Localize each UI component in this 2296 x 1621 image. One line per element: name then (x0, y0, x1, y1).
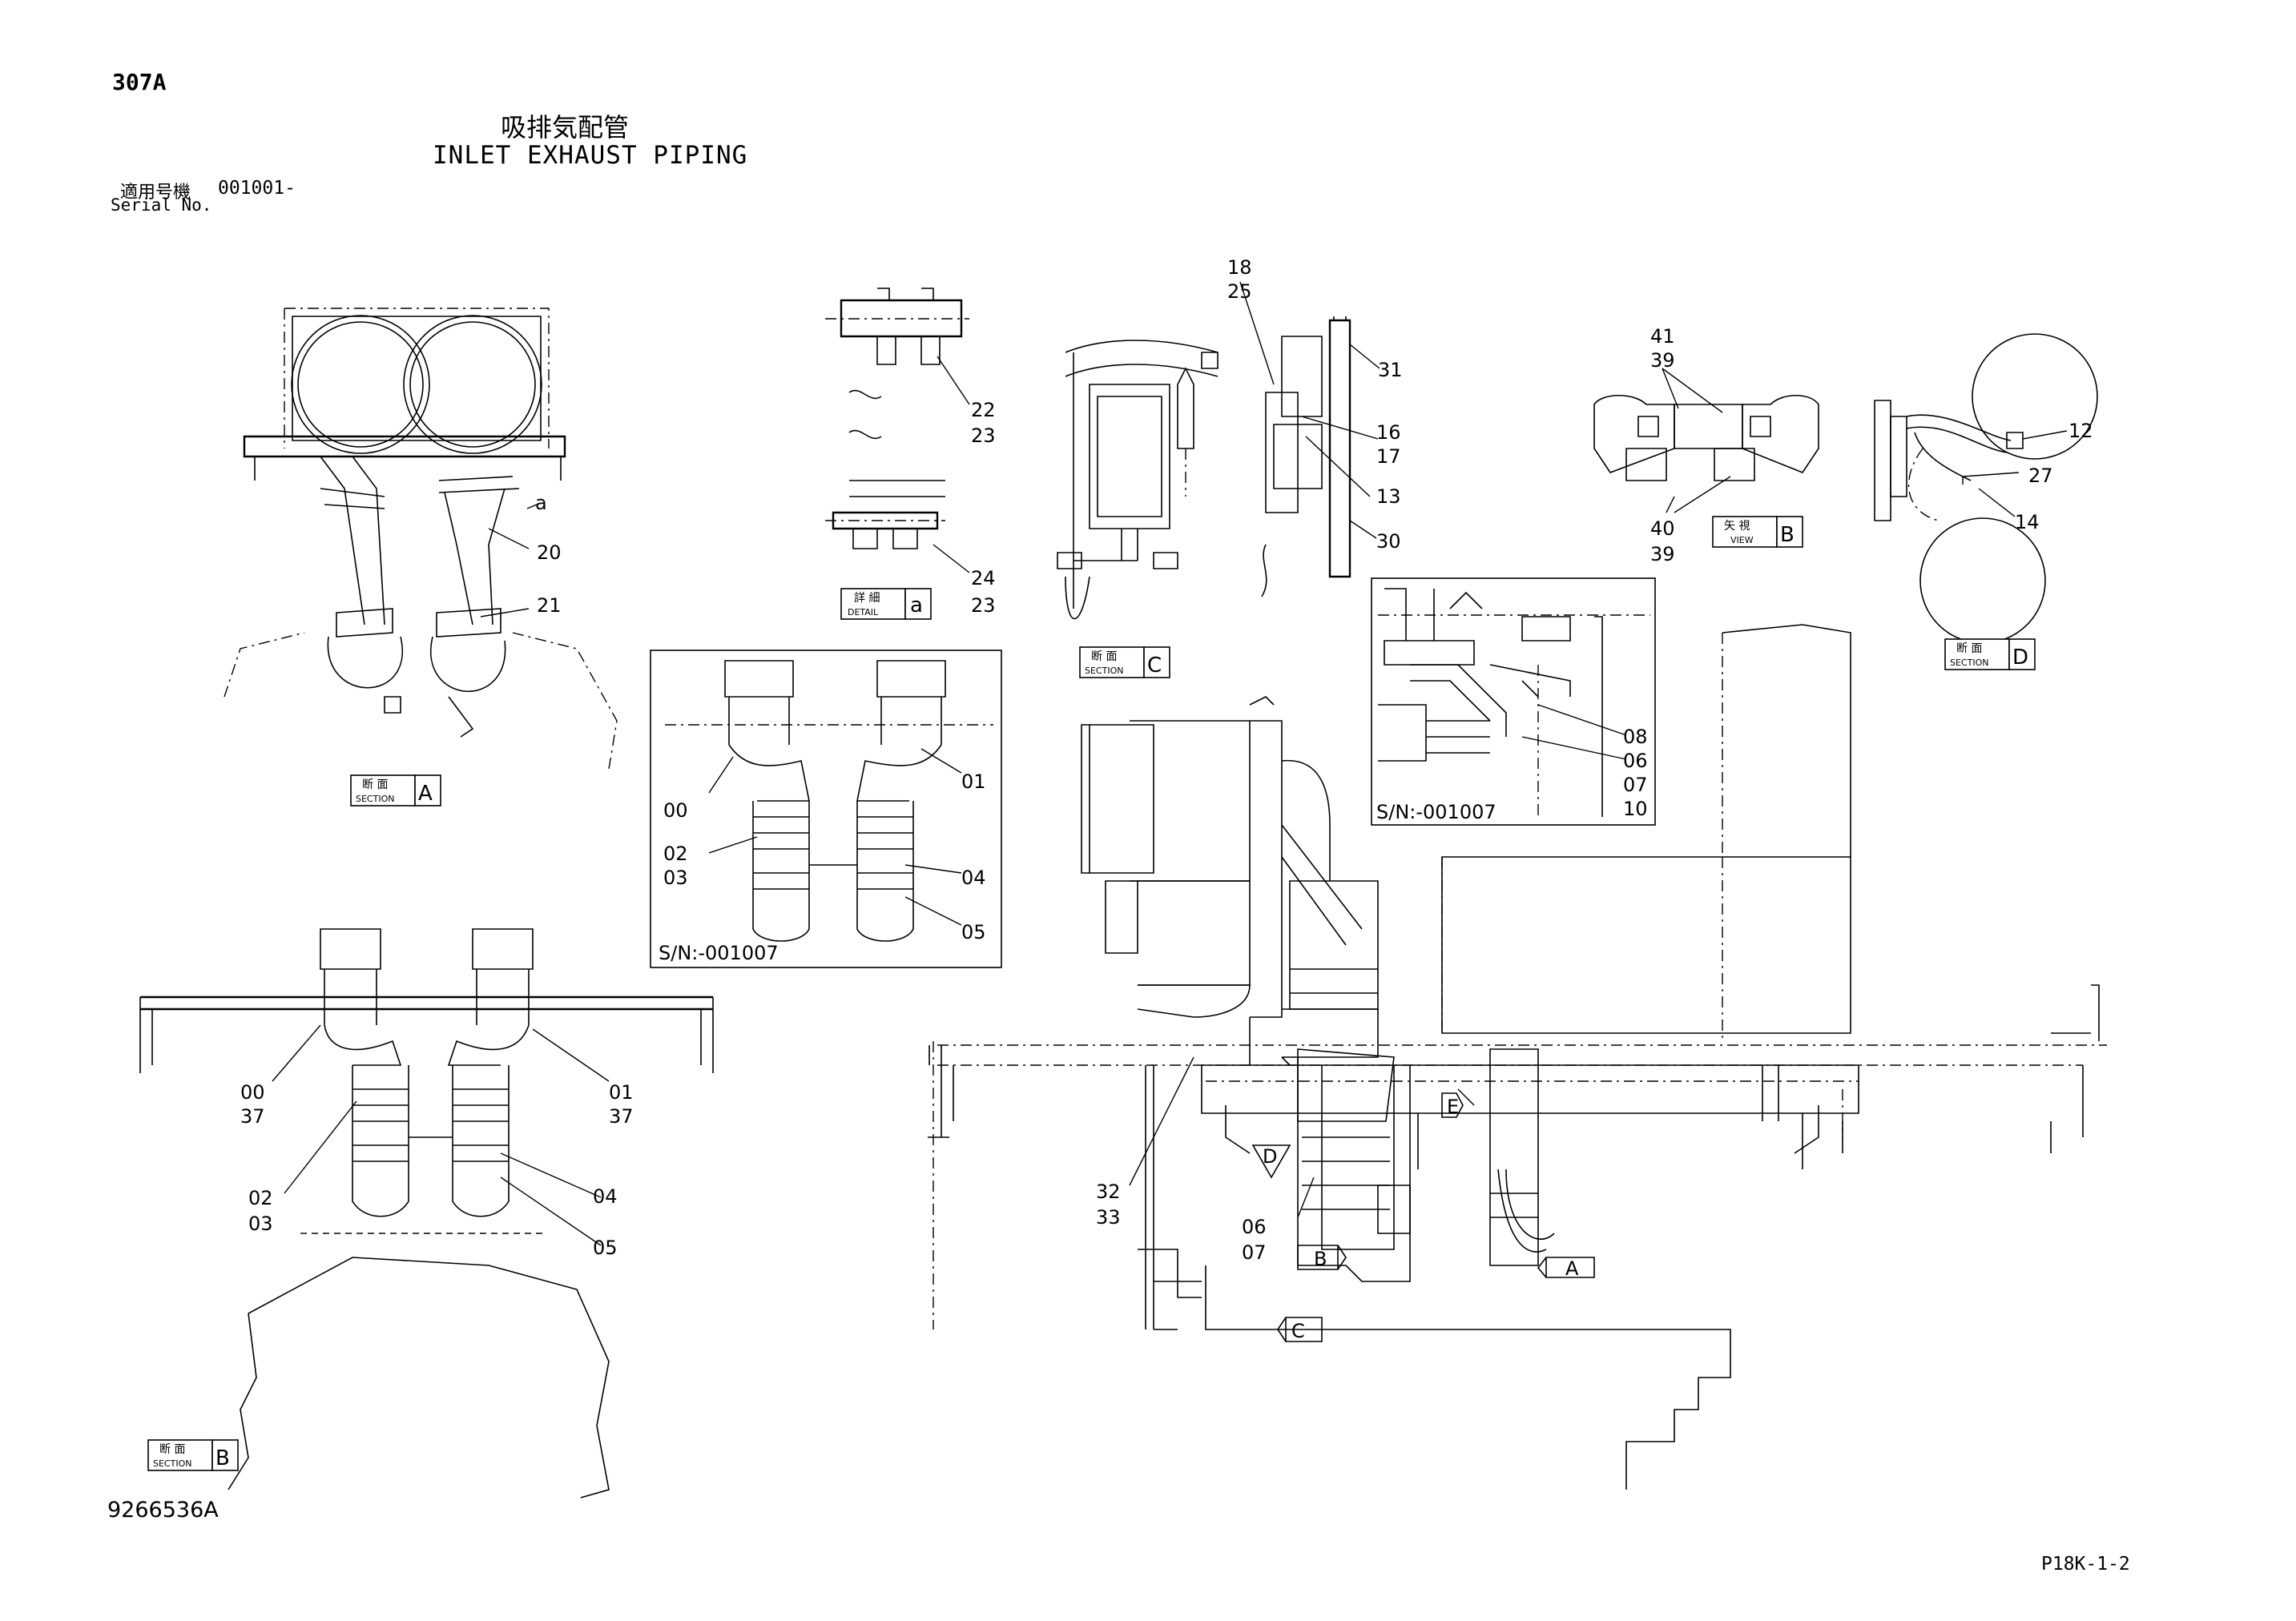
sn-box-left (650, 650, 1002, 968)
callout-detail-a-22: 22 (971, 399, 996, 421)
callout-sn-right-06: 06 (1623, 750, 1648, 772)
callout-section-b-37b: 37 (609, 1105, 634, 1128)
svg-text:詳 細: 詳 細 (854, 592, 880, 605)
svg-text:a: a (910, 593, 923, 617)
view-tag-view-b: 矢 視 VIEW B (1712, 516, 1803, 548)
callout-section-a-a: a (535, 492, 547, 514)
svg-text:D: D (2012, 646, 2028, 670)
drawing-number: 9266536A (107, 1498, 219, 1522)
callout-section-b-03: 03 (248, 1213, 273, 1235)
callout-sn-left-01: 01 (961, 770, 986, 793)
svg-text:A: A (418, 782, 433, 806)
svg-text:断 面: 断 面 (1091, 650, 1117, 663)
callout-section-b-05: 05 (593, 1237, 618, 1259)
callout-section-b-02: 02 (248, 1187, 273, 1209)
callout-section-a-20: 20 (537, 541, 562, 564)
callout-sn-left-03: 03 (663, 867, 688, 889)
callout-sn-right-08: 08 (1623, 726, 1648, 748)
detail-a-drawing (825, 288, 970, 573)
callout-sn-right-07: 07 (1623, 774, 1648, 796)
callout-view-b-39: 39 (1650, 349, 1675, 372)
sn-box-right-label: S/N:-001007 (1376, 801, 1496, 823)
svg-text:SECTION: SECTION (356, 794, 394, 804)
callout-sn-left-04: 04 (961, 867, 986, 889)
svg-text:矢 視: 矢 視 (1724, 520, 1750, 533)
callout-section-c-31: 31 (1378, 359, 1403, 381)
svg-text:断 面: 断 面 (1956, 642, 1982, 655)
serial-value: 001001- (218, 178, 296, 199)
callout-main-06: 06 (1242, 1216, 1267, 1238)
svg-text:DETAIL: DETAIL (848, 607, 879, 617)
callout-view-b-41: 41 (1650, 325, 1675, 348)
main-view-label-e: E (1447, 1096, 1459, 1118)
callout-detail-a-24: 24 (971, 567, 996, 589)
page-code: 307A (112, 69, 167, 95)
callout-section-c-13: 13 (1376, 485, 1401, 508)
svg-text:SECTION: SECTION (1950, 658, 1988, 668)
callout-section-d-14: 14 (2015, 511, 2040, 533)
callout-detail-a-23: 23 (971, 424, 996, 447)
callout-section-c-17: 17 (1376, 445, 1401, 468)
sn-box-right (1371, 577, 1656, 826)
callout-section-b-01: 01 (609, 1081, 634, 1104)
callout-main-32: 32 (1096, 1181, 1121, 1203)
callout-section-b-00: 00 (240, 1081, 265, 1104)
callout-section-c-25: 25 (1227, 280, 1252, 303)
callout-section-b-04: 04 (593, 1185, 618, 1208)
view-tag-detail-a: 詳 細 DETAIL a (840, 588, 932, 620)
main-view-label-a: A (1565, 1257, 1579, 1280)
callout-sn-right-10: 10 (1623, 798, 1648, 820)
callout-view-b-39b: 39 (1650, 543, 1675, 565)
view-b-drawing (1593, 368, 1819, 513)
svg-text:VIEW: VIEW (1730, 535, 1754, 545)
callout-detail-a-23b: 23 (971, 594, 996, 617)
page-reference: P18K-1-2 (2041, 1554, 2130, 1575)
svg-text:B: B (1780, 523, 1795, 547)
section-d-drawing (1874, 333, 2098, 644)
callout-section-a-21: 21 (537, 594, 562, 617)
svg-text:B: B (216, 1446, 230, 1470)
title-english: INLET EXHAUST PIPING (433, 141, 748, 170)
section-a-drawing (224, 308, 618, 770)
serial-label-japanese: 適用号機 (120, 183, 191, 203)
callout-main-07: 07 (1242, 1241, 1267, 1264)
callout-sn-left-05: 05 (961, 921, 986, 943)
callout-section-c-30: 30 (1376, 530, 1401, 553)
serial-label-english: Serial No. (111, 195, 212, 215)
sn-box-left-label: S/N:-001007 (659, 942, 779, 964)
view-tag-section-b: 断 面 SECTION B (147, 1439, 239, 1471)
view-tag-section-d: 断 面 SECTION D (1944, 638, 2036, 670)
svg-text:SECTION: SECTION (1085, 666, 1123, 676)
svg-text:断 面: 断 面 (362, 778, 388, 791)
svg-text:C: C (1147, 654, 1162, 678)
section-c-drawing (1057, 281, 1380, 619)
callout-sn-left-00: 00 (663, 799, 688, 822)
view-tag-section-a: 断 面 SECTION A (350, 774, 441, 806)
callout-main-33: 33 (1096, 1206, 1121, 1229)
svg-text:SECTION: SECTION (153, 1458, 191, 1469)
main-view-label-d: D (1263, 1145, 1277, 1168)
title-japanese: 吸排気配管 (501, 112, 630, 143)
section-b-drawing (139, 928, 714, 1498)
main-view-drawing (928, 624, 2107, 1490)
callout-sn-left-02: 02 (663, 843, 688, 865)
view-tag-section-c: 断 面 SECTION C (1079, 646, 1170, 678)
callout-section-d-12: 12 (2068, 420, 2093, 442)
svg-text:断 面: 断 面 (159, 1443, 185, 1456)
main-view-label-b: B (1314, 1248, 1327, 1270)
main-view-label-c: C (1291, 1320, 1305, 1342)
callout-view-b-40: 40 (1650, 517, 1675, 540)
callout-section-c-16: 16 (1376, 421, 1401, 444)
callout-section-b-37: 37 (240, 1105, 265, 1128)
callout-section-c-18: 18 (1227, 256, 1252, 279)
callout-section-d-27: 27 (2028, 465, 2053, 487)
